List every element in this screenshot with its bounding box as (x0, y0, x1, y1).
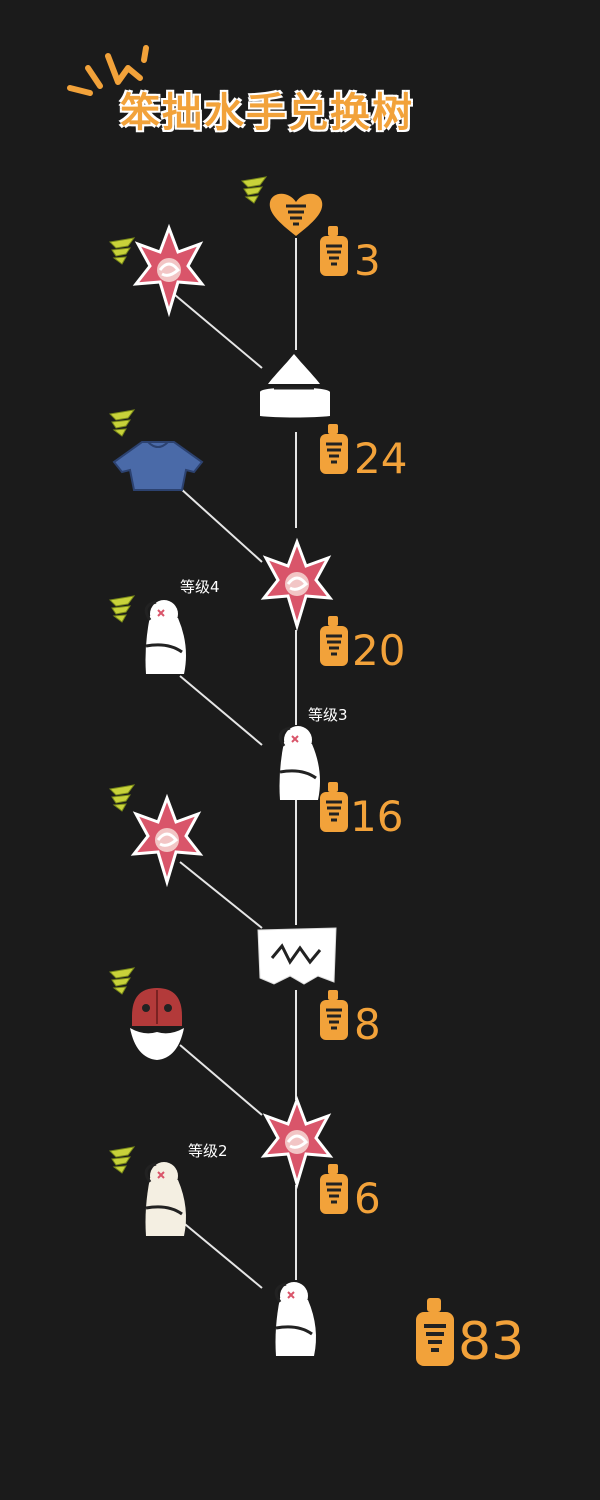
cost-value: 16 (350, 792, 404, 841)
cost-value: 3 (354, 236, 381, 285)
page-title: 笨拙水手兑换树 (120, 90, 414, 136)
ticket-icon (108, 409, 136, 437)
candle-icon (416, 1298, 454, 1366)
candle-icon (320, 226, 348, 276)
candle-icon (320, 424, 348, 474)
cost-value: 6 (354, 1174, 381, 1223)
shirt-icon[interactable] (112, 440, 204, 492)
ticket-icon (108, 237, 136, 265)
ticket-icon (108, 784, 136, 812)
level-label: 等级4 (180, 578, 220, 596)
mask-icon[interactable] (126, 986, 188, 1062)
cost-value: 8 (354, 1000, 381, 1049)
emote-icon[interactable] (134, 596, 194, 678)
cost-value: 24 (354, 434, 408, 483)
emote-icon[interactable] (134, 1158, 194, 1240)
ticket-icon (108, 595, 136, 623)
level-label: 等级2 (188, 1142, 228, 1160)
ticket-icon (108, 967, 136, 995)
hat-icon[interactable] (254, 352, 336, 422)
emote-icon[interactable] (268, 722, 328, 804)
ticket-icon (240, 176, 268, 204)
candle-icon (320, 782, 348, 832)
candle-icon (320, 990, 348, 1040)
candle-icon (320, 1164, 348, 1214)
level-label: 等级3 (308, 706, 348, 724)
heart-icon[interactable] (268, 192, 324, 238)
spell-star-icon[interactable] (260, 1095, 334, 1190)
total-cost: 83 (458, 1312, 525, 1372)
candle-icon (320, 616, 348, 666)
cape-icon[interactable] (254, 924, 340, 988)
spell-star-icon[interactable] (260, 537, 334, 632)
emote-icon[interactable] (264, 1278, 324, 1360)
spell-star-icon[interactable] (130, 793, 204, 888)
cost-value: 20 (352, 626, 406, 675)
title-accent-icon (67, 45, 149, 96)
spell-star-icon[interactable] (132, 223, 206, 318)
ticket-icon (108, 1146, 136, 1174)
